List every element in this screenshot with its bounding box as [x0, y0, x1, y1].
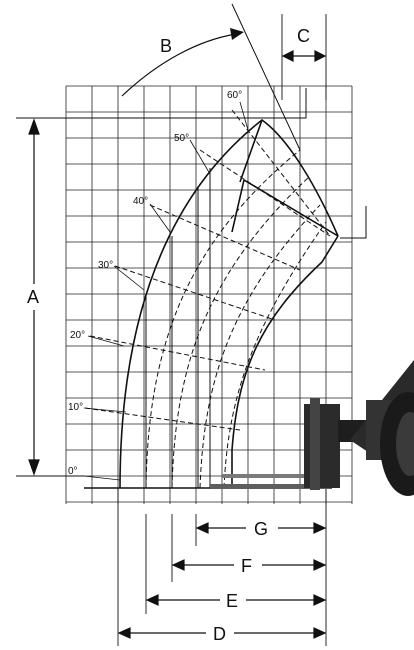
- dimension-label-b: B: [160, 36, 172, 56]
- horizontal-dimensions: [117, 488, 327, 646]
- arc-4: [223, 221, 327, 489]
- leader-30: [113, 265, 145, 291]
- dimension-label-f: F: [241, 556, 252, 576]
- boom-60-line: [231, 109, 331, 237]
- dim-a-arrow-bottom: [28, 459, 40, 476]
- boom-40-line: [149, 204, 301, 271]
- dim-d-arrow-left: [117, 627, 131, 639]
- arc-2: [171, 175, 311, 489]
- leader-40: [149, 203, 171, 233]
- leader-60: [239, 101, 249, 131]
- dashed-boom-arcs: [84, 109, 331, 489]
- dimension-c: [281, 14, 327, 100]
- fork-tine-upper: [222, 474, 332, 478]
- angle-label-40: 40°: [133, 196, 148, 207]
- dim-f-arrow-right: [313, 559, 327, 571]
- angle-leaders: [83, 101, 249, 481]
- dimension-label-g: G: [254, 519, 268, 539]
- dim-b-arc: [121, 33, 237, 97]
- arc-1: [145, 149, 301, 489]
- inner-envelope-top: [239, 119, 263, 183]
- dim-c-arrow-right: [314, 50, 327, 62]
- leader-0: [83, 475, 121, 481]
- dim-b-boom-line: [231, 3, 301, 151]
- dimension-label-c: C: [297, 26, 310, 46]
- dim-a-arrow-top: [28, 118, 40, 135]
- dim-e-arrow-left: [145, 594, 159, 606]
- reach-envelope: [119, 119, 339, 489]
- telehandler-front-with-forks-icon: [210, 360, 414, 496]
- dim-c-arrow-left: [281, 50, 294, 62]
- dimension-a: [16, 117, 262, 477]
- angle-label-0: 0°: [68, 466, 78, 477]
- dim-b-arrow: [230, 28, 244, 40]
- dim-g-arrow-right: [313, 522, 327, 534]
- boom-50-line: [199, 149, 331, 237]
- tip-marker-right: [340, 206, 367, 239]
- dimension-label-e: E: [226, 591, 238, 611]
- leader-10: [83, 407, 127, 413]
- solid-verticals: [145, 168, 211, 488]
- arc-3: [199, 204, 321, 489]
- boom-30-line: [114, 265, 276, 321]
- fork-carriage: [304, 404, 340, 488]
- angle-label-50: 50°: [174, 133, 189, 144]
- leader-50: [189, 139, 211, 175]
- dim-d-arrow-right: [313, 627, 327, 639]
- angle-label-20: 20°: [70, 330, 85, 341]
- dimension-b: [121, 3, 301, 151]
- dim-f-arrow-left: [171, 559, 185, 571]
- dimension-label-a: A: [27, 287, 39, 307]
- tip-marker-top: [262, 88, 307, 119]
- tip-markers: [262, 88, 367, 239]
- boom-20-line: [89, 335, 266, 371]
- angle-label-10: 10°: [68, 402, 83, 413]
- outer-envelope-curve: [119, 119, 339, 489]
- inner-envelope-curve: [231, 235, 339, 488]
- fork-tine-lower: [210, 484, 332, 489]
- angle-label-60: 60°: [227, 90, 242, 101]
- carriage-upright: [310, 398, 320, 490]
- angle-label-30: 30°: [98, 260, 113, 271]
- dim-e-arrow-right: [313, 594, 327, 606]
- tyre-hub: [396, 412, 414, 476]
- dim-g-arrow-left: [195, 522, 209, 534]
- boom-retracted-outline: [231, 178, 339, 237]
- dim-a-label-bg: [24, 284, 44, 310]
- boom-10-line: [84, 407, 241, 431]
- leader-20: [87, 335, 125, 347]
- dimension-label-d: D: [213, 624, 226, 644]
- chart-grid: [65, 85, 353, 504]
